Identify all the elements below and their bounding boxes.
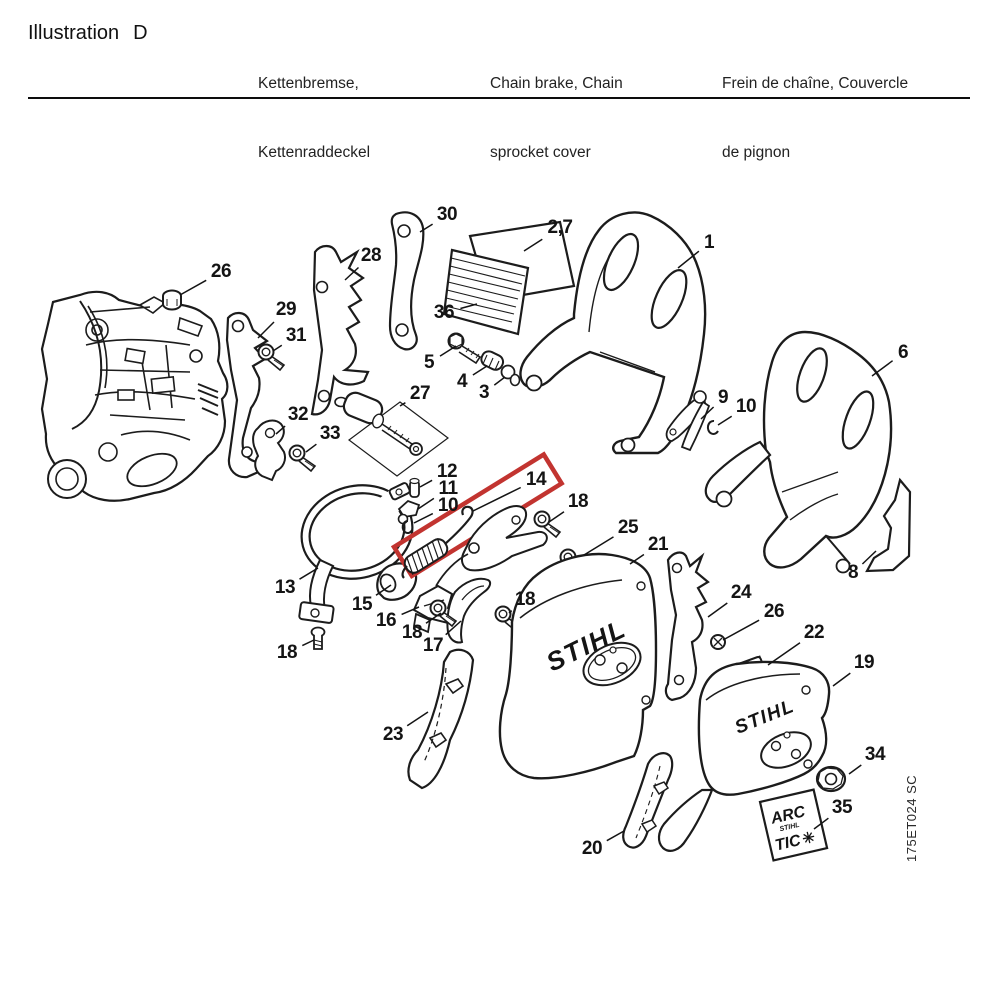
callout-17: 17 — [422, 635, 444, 656]
callout-14: 14 — [525, 469, 547, 490]
callout-23: 23 — [382, 724, 404, 745]
callout-12: 12 — [436, 461, 458, 482]
part-29-bumper-spike-small — [225, 311, 269, 479]
callout-11: 11 — [438, 478, 458, 499]
leader-lines — [179, 223, 894, 842]
callout-26: 26 — [763, 601, 785, 622]
callout-16: 16 — [375, 610, 397, 631]
part-19-cover-small: STIHL — [657, 660, 831, 852]
arctic-snowflake-icon: ✳ — [801, 829, 817, 848]
part-21-sprocket-cover: STIHL — [498, 552, 658, 780]
part-10-clip-left — [401, 520, 413, 534]
callout-32: 32 — [287, 404, 309, 425]
callout-19: 19 — [853, 652, 875, 673]
page-title-letter: D — [133, 22, 148, 44]
part-5-screw — [447, 332, 482, 365]
callout-8: 8 — [847, 562, 859, 583]
part-8-deflector — [865, 477, 912, 573]
part-34-collar-nut — [815, 765, 847, 793]
part-27-tensioner-assembly — [334, 391, 450, 477]
part-10-clip-right — [706, 419, 719, 435]
part-26-nut-upper — [162, 289, 182, 311]
callout-30: 30 — [436, 204, 458, 225]
callout-3: 3 — [478, 382, 490, 403]
part-brake-mechanism — [435, 505, 548, 587]
callout-22: 22 — [803, 622, 825, 643]
callout-15: 15 — [351, 594, 373, 615]
part-1-front-hand-guard — [519, 211, 707, 455]
caption-english: Chain brake, Chain sprocket cover — [490, 75, 623, 161]
part-20-guide-strip — [622, 752, 674, 849]
part-23-guide-strip — [407, 648, 475, 790]
part-14-brake-spring — [401, 505, 474, 579]
callout-20: 20 — [581, 838, 603, 859]
callout-18: 18 — [276, 642, 298, 663]
callout-10: 10 — [437, 495, 459, 516]
callout-33: 33 — [319, 423, 341, 444]
page-title: Illustration D — [28, 22, 148, 45]
callout-28: 28 — [360, 245, 382, 266]
part-4-spacer-sleeve — [480, 350, 505, 371]
header-divider — [28, 97, 970, 99]
callout-1: 1 — [703, 232, 715, 253]
callout-5: 5 — [423, 352, 435, 373]
callout-4: 4 — [456, 371, 468, 392]
callout-24: 24 — [730, 582, 752, 603]
part-35-arctic-sticker: ARC STIHL TIC ✳ — [758, 788, 829, 862]
part-36-ribbed-plate — [442, 248, 530, 336]
callout-18: 18 — [567, 491, 589, 512]
callout-13: 13 — [274, 577, 296, 598]
page-title-label: Illustration — [28, 22, 120, 44]
callout-27: 27 — [409, 383, 431, 404]
part-32-pivot-bracket — [252, 419, 286, 482]
callout-35: 35 — [831, 797, 853, 818]
part-13-brake-band — [298, 479, 418, 624]
callout-18: 18 — [401, 622, 423, 643]
part-18-screw-d — [310, 626, 326, 650]
part-26-screw-lower — [710, 634, 726, 650]
callout-36: 36 — [433, 302, 455, 323]
arctic-word-brand: STIHL — [779, 822, 800, 833]
part-3-washer-nut — [500, 364, 521, 387]
callout-26: 26 — [210, 261, 232, 282]
part-11-pivot — [397, 499, 421, 525]
part-12-pin — [409, 477, 420, 498]
callout-6: 6 — [897, 342, 909, 363]
callout-25: 25 — [617, 517, 639, 538]
caption-german: Kettenbremse, Kettenraddeckel — [258, 75, 371, 161]
part-9-lever — [665, 390, 711, 452]
caption-french: Frein de chaîne, Couvercle de pignon — [722, 75, 909, 161]
part-24-inner-spike — [664, 551, 710, 702]
callout-34: 34 — [864, 744, 886, 765]
callout-31: 31 — [285, 325, 307, 346]
part-28-bumper-spike-large — [310, 244, 370, 416]
part-6-hand-guard — [704, 330, 893, 574]
part-30-handle-strap — [388, 211, 425, 351]
callout-29: 29 — [275, 299, 297, 320]
part-15-bushing — [376, 562, 418, 601]
callout-2,7: 2,7 — [547, 217, 573, 238]
drawing-code: 175ET024 SC — [904, 775, 919, 862]
callout-10: 10 — [735, 396, 757, 417]
callout-9: 9 — [717, 387, 729, 408]
part-engine-crankcase — [40, 290, 229, 502]
callout-21: 21 — [647, 534, 669, 555]
callout-18: 18 — [514, 589, 536, 610]
arctic-word-bottom: TIC — [773, 832, 802, 854]
